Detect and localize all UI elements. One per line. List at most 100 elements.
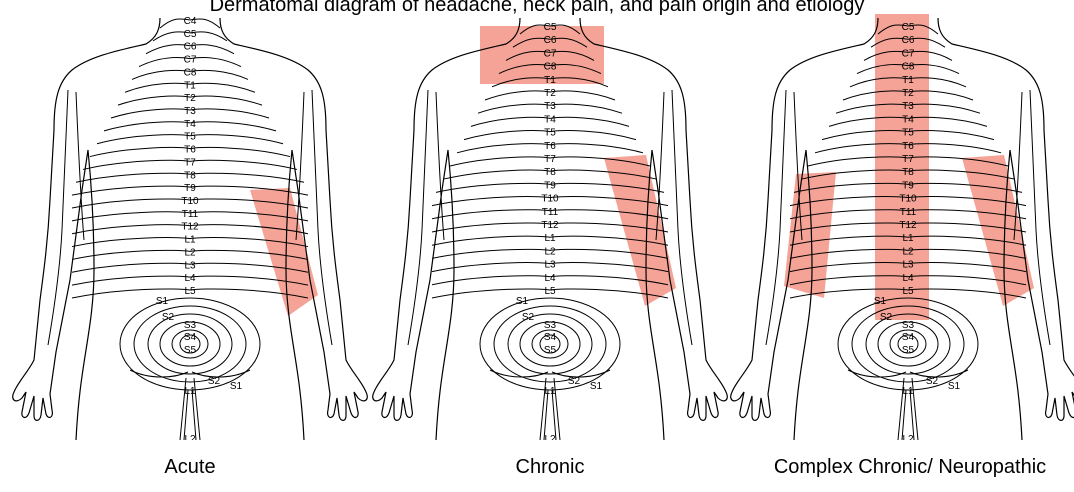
pain-region-neck [480, 26, 604, 84]
segment-label-t2: T2 [902, 88, 914, 99]
segment-label-l5: L5 [184, 286, 196, 297]
lower-label-l1: L1 [902, 386, 914, 397]
sacral-label-s2: S2 [522, 312, 535, 323]
segment-label-t12: T12 [541, 220, 559, 231]
sacral-contour [480, 298, 620, 390]
segment-label-l5: L5 [902, 286, 914, 297]
lower-label-l1: L1 [184, 386, 196, 397]
segment-label-t9: T9 [544, 180, 556, 191]
sacral-contour [120, 298, 260, 390]
segment-label-t10: T10 [899, 194, 917, 205]
segment-label-c6: C6 [544, 35, 557, 46]
sacral-label-s4: S4 [902, 332, 915, 343]
segment-label-t8: T8 [902, 167, 914, 178]
segment-label-c5: C5 [184, 29, 197, 40]
segment-label-c7: C7 [184, 55, 197, 66]
segment-label-t6: T6 [902, 141, 914, 152]
lower-label-s2: S2 [926, 376, 939, 387]
sacral-label-s3: S3 [902, 320, 915, 331]
panel-chronic: C5C6C7C8T1T2T3T4T5T6T7T8T9T10T11T12L1L2L… [370, 0, 730, 440]
segment-label-l1: L1 [902, 233, 914, 244]
sacral-label-s1: S1 [156, 296, 169, 307]
segment-label-t5: T5 [544, 128, 556, 139]
segment-label-t4: T4 [902, 114, 914, 125]
segment-label-l4: L4 [184, 273, 196, 284]
segment-label-t6: T6 [544, 141, 556, 152]
sacral-label-s3: S3 [544, 320, 557, 331]
pain-region-right-arm [962, 155, 1034, 306]
segment-label-t7: T7 [544, 154, 556, 165]
lower-label-s1: S1 [590, 381, 603, 392]
segment-label-l5: L5 [544, 286, 556, 297]
segment-label-t11: T11 [182, 209, 199, 220]
panel-label-acute: Acute [100, 456, 280, 479]
sacral-label-s2: S2 [162, 312, 175, 323]
lower-label-l1: L1 [544, 386, 556, 397]
sacral-label-s4: S4 [544, 332, 557, 343]
segment-label-t1: T1 [544, 75, 556, 86]
sacral-label-s5: S5 [902, 345, 915, 356]
segment-label-l3: L3 [544, 260, 556, 271]
segment-label-c5: C5 [544, 22, 557, 33]
body-outline-left [13, 18, 160, 440]
segment-label-t9: T9 [902, 180, 914, 191]
segment-label-c6: C6 [902, 35, 915, 46]
pain-region-right-arm [604, 155, 676, 306]
panel-acute: C4C5C6C7C8T1T2T3T4T5T6T7T8T9T10T11T12L1L… [10, 0, 370, 440]
segment-label-l4: L4 [902, 273, 914, 284]
segment-label-l3: L3 [902, 260, 914, 271]
segment-label-l1: L1 [544, 233, 556, 244]
segment-label-t12: T12 [181, 222, 199, 233]
segment-label-t10: T10 [541, 194, 559, 205]
segment-label-c4: C4 [184, 16, 197, 27]
lower-label-s2: S2 [208, 376, 221, 387]
segment-label-t12: T12 [899, 220, 917, 231]
panel-label-complex: Complex Chronic/ Neuropathic [760, 456, 1060, 479]
segment-label-t3: T3 [184, 106, 196, 117]
panel-label-chronic: Chronic [450, 456, 650, 479]
body-diagram-complex: C5C6C7C8T1T2T3T4T5T6T7T8T9T10T11T12L1L2L… [728, 0, 1074, 440]
body-diagram-chronic: C5C6C7C8T1T2T3T4T5T6T7T8T9T10T11T12L1L2L… [370, 0, 730, 440]
segment-label-l3: L3 [184, 260, 196, 271]
sacral-label-s5: S5 [184, 345, 197, 356]
panel-complex: C5C6C7C8T1T2T3T4T5T6T7T8T9T10T11T12L1L2L… [728, 0, 1074, 440]
segment-label-l4: L4 [544, 273, 556, 284]
segment-label-t11: T11 [900, 207, 917, 218]
segment-label-t8: T8 [544, 167, 556, 178]
segment-label-t2: T2 [544, 88, 556, 99]
segment-label-t6: T6 [184, 145, 196, 156]
segment-label-t10: T10 [181, 196, 199, 207]
segment-label-t8: T8 [184, 170, 196, 181]
segment-label-t5: T5 [902, 128, 914, 139]
segment-label-l1: L1 [184, 235, 196, 246]
segment-label-t3: T3 [902, 101, 914, 112]
segment-label-t9: T9 [184, 183, 196, 194]
sacral-label-s1: S1 [516, 296, 529, 307]
segment-label-c5: C5 [902, 22, 915, 33]
body-diagram-acute: C4C5C6C7C8T1T2T3T4T5T6T7T8T9T10T11T12L1L… [10, 0, 370, 440]
sacral-contour [494, 306, 606, 382]
segment-label-l2: L2 [902, 246, 914, 257]
segment-label-c8: C8 [184, 67, 197, 78]
sacral-label-s2: S2 [880, 312, 893, 323]
sacral-label-s3: S3 [184, 320, 197, 331]
lower-label-l2: L2 [184, 434, 196, 440]
lower-label-l2: L2 [544, 434, 556, 440]
segment-label-t1: T1 [902, 75, 914, 86]
segment-label-t5: T5 [184, 132, 196, 143]
segment-label-t4: T4 [544, 114, 556, 125]
sacral-contour [134, 306, 246, 382]
segment-label-t7: T7 [902, 154, 914, 165]
segment-label-t3: T3 [544, 101, 556, 112]
sacral-label-s5: S5 [544, 345, 557, 356]
segment-label-c8: C8 [902, 62, 915, 73]
segment-label-l2: L2 [184, 247, 196, 258]
lower-label-l2: L2 [902, 434, 914, 440]
sacral-label-s4: S4 [184, 332, 197, 343]
sacral-label-s1: S1 [874, 296, 887, 307]
lower-label-s2: S2 [568, 376, 581, 387]
pain-region-right-forearm [250, 188, 318, 316]
segment-label-l2: L2 [544, 246, 556, 257]
segment-label-c8: C8 [544, 62, 557, 73]
